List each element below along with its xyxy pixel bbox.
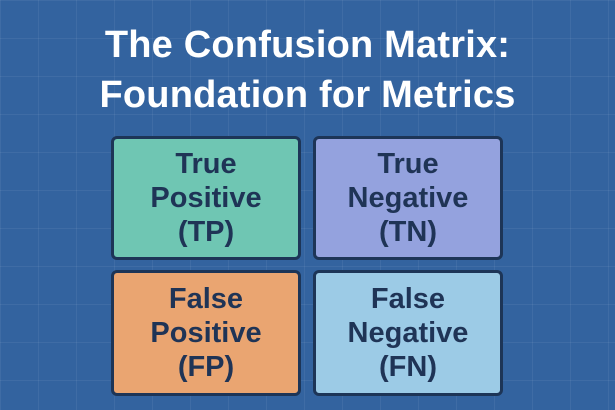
cell-false-negative: False Negative (FN) bbox=[313, 270, 503, 396]
page-title: The Confusion Matrix: Foundation for Met… bbox=[0, 20, 615, 120]
cell-abbreviation: (FP) bbox=[177, 351, 235, 383]
cell-label-line-1: False bbox=[168, 283, 244, 315]
cell-label-line-2: Positive bbox=[150, 317, 262, 349]
title-line-1: The Confusion Matrix: bbox=[104, 24, 511, 66]
cell-abbreviation: (TP) bbox=[177, 216, 235, 248]
cell-label-line-1: False bbox=[370, 283, 446, 315]
cell-label-line-2: Negative bbox=[347, 182, 469, 214]
cell-true-positive: True Positive (TP) bbox=[111, 136, 301, 260]
cell-true-negative: True Negative (TN) bbox=[313, 136, 503, 260]
cell-false-positive: False Positive (FP) bbox=[111, 270, 301, 396]
cell-label-line-2: Positive bbox=[150, 182, 262, 214]
cell-label-line-1: True bbox=[175, 148, 237, 180]
cell-label-line-2: Negative bbox=[347, 317, 469, 349]
cell-abbreviation: (TN) bbox=[379, 216, 437, 248]
cell-abbreviation: (FN) bbox=[379, 351, 437, 383]
cell-label-line-1: True bbox=[377, 148, 439, 180]
title-line-2: Foundation for Metrics bbox=[99, 74, 516, 116]
